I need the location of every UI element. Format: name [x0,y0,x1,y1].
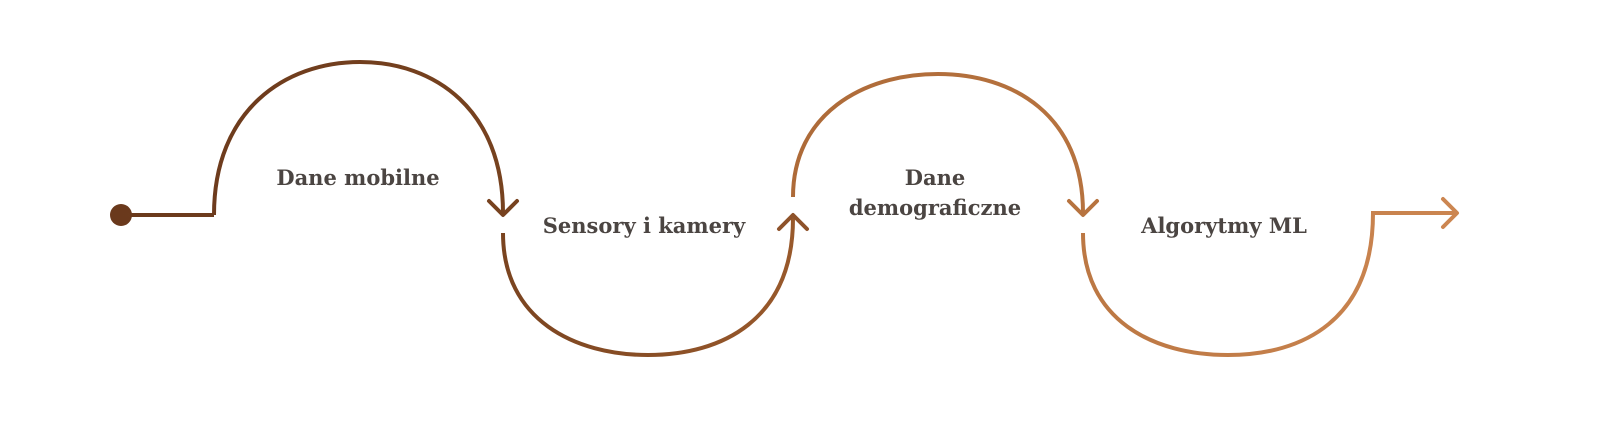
arc-step-2 [501,213,809,358]
arrow-right-icon [1441,197,1459,229]
step-label-2: Sensory i kamery [542,213,746,238]
arc-step-1 [212,59,519,217]
step-label-3-line-2: demograficzne [848,195,1022,220]
step-label-1: Dane mobilne [276,165,440,190]
arc-step-4 [1081,197,1459,358]
start-segment [110,204,214,226]
arrow-down-icon [1067,199,1099,217]
step-label-3-line-1: Dane [904,165,966,190]
step-label-3: Dane demograficzne [849,163,1021,223]
arrow-down-icon [487,199,519,217]
arrow-up-icon [777,213,809,231]
arc-step-3 [791,71,1099,217]
step-label-4: Algorytmy ML [1141,213,1307,238]
